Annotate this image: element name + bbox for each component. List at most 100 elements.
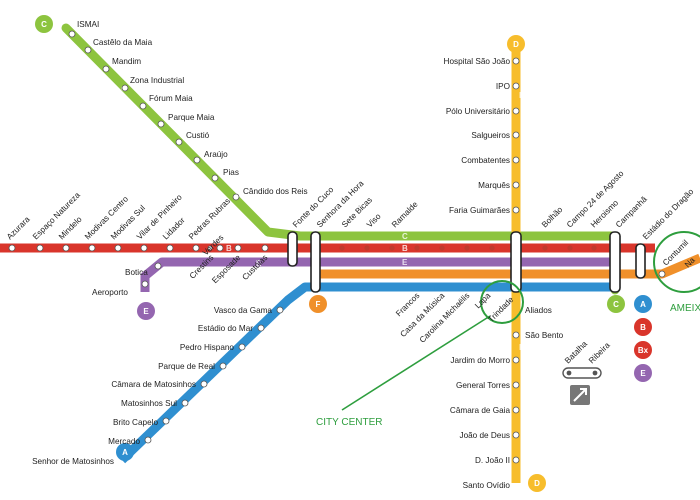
marker-bx-east[interactable]: Bx <box>634 341 652 359</box>
funicular-batalha-dot[interactable] <box>566 370 572 376</box>
station-dot-custio[interactable] <box>175 138 183 146</box>
station-dot-combatentes[interactable] <box>512 156 520 164</box>
station-dot-verdes[interactable] <box>216 244 224 252</box>
station-dot-mercado[interactable] <box>144 436 152 444</box>
station-dot-camara-matosinhos[interactable] <box>200 380 208 388</box>
station-label-lidador[interactable]: Lidador <box>161 216 187 242</box>
station-dot-faria-guimaraes[interactable] <box>512 206 520 214</box>
station-dot-estadio-mar[interactable] <box>257 324 265 332</box>
station-label-vasco-gama[interactable]: Vasco da Gama <box>214 306 273 315</box>
station-dot-carolina-michaelis[interactable] <box>464 245 470 251</box>
station-label-general-torres[interactable]: General Torres <box>456 381 510 390</box>
marker-d-south[interactable]: D <box>528 474 546 492</box>
station-label-viso[interactable]: Viso <box>365 212 383 230</box>
station-label-matosinhos-sul[interactable]: Matosinhos Sul <box>121 399 177 408</box>
station-label-parque-real[interactable]: Parque de Real <box>158 362 215 371</box>
station-label-lapa[interactable]: Lapa <box>473 291 493 311</box>
station-dot-vilar-pinheiro[interactable] <box>140 244 148 252</box>
station-label-custoias[interactable]: Custóias <box>241 253 270 282</box>
station-dot-bolhao[interactable] <box>542 245 548 251</box>
station-dot-parque-maia[interactable] <box>157 120 165 128</box>
station-label-joao-deus[interactable]: João de Deus <box>459 431 510 440</box>
station-label-vilar-pinheiro[interactable]: Vilar de Pinheiro <box>135 192 184 241</box>
station-dot-jardim-morro[interactable] <box>512 356 520 364</box>
station-dot-camara-gaia[interactable] <box>512 406 520 414</box>
station-label-espaco-natureza[interactable]: Espaço Natureza <box>31 190 82 241</box>
station-dot-campo-24-agosto[interactable] <box>567 245 573 251</box>
station-label-campanha[interactable]: Campanhã <box>614 194 649 229</box>
station-label-camara-gaia[interactable]: Câmara de Gaia <box>450 406 511 415</box>
station-dot-ipo[interactable] <box>512 82 520 90</box>
station-dot-mandim[interactable] <box>102 65 110 73</box>
station-dot-pias[interactable] <box>211 174 219 182</box>
station-label-senhor-matosinhos[interactable]: Senhor de Matosinhos <box>32 457 114 466</box>
station-label-jardim-morro[interactable]: Jardim do Morro <box>450 356 510 365</box>
station-label-pedro-hispano[interactable]: Pedro Hispano <box>180 343 235 352</box>
interchange-senhora-hora[interactable] <box>310 231 321 293</box>
station-label-polo-universitario[interactable]: Pólo Universitário <box>446 107 511 116</box>
station-label-botica[interactable]: Botica <box>125 268 148 277</box>
station-label-estadio-dragao[interactable]: Estádio do Dragão <box>641 187 696 242</box>
station-label-azurara[interactable]: Azurara <box>5 214 32 241</box>
station-dot-modivas-sul[interactable] <box>114 244 122 252</box>
interchange-fonte-cuco[interactable] <box>287 231 298 267</box>
station-dot-marques[interactable] <box>512 181 520 189</box>
station-dot-esposade[interactable] <box>234 244 242 252</box>
station-dot-zona-industrial[interactable] <box>121 84 129 92</box>
station-dot-ismai[interactable] <box>68 30 76 38</box>
station-label-forum-maia[interactable]: Fórum Maia <box>149 94 193 103</box>
station-dot-parque-real[interactable] <box>219 362 227 370</box>
station-dot-castelo-maia[interactable] <box>84 46 92 54</box>
marker-a-south[interactable]: A <box>116 443 134 461</box>
station-dot-brito-capelo[interactable] <box>162 417 170 425</box>
station-dot-custoias[interactable] <box>261 244 269 252</box>
station-label-ramalde[interactable]: Ramalde <box>390 200 420 230</box>
funicular-ribeira-dot[interactable] <box>592 370 598 376</box>
station-dot-salgueiros[interactable] <box>512 131 520 139</box>
station-dot-araujo[interactable] <box>193 156 201 164</box>
marker-b-east[interactable]: B <box>634 318 652 336</box>
station-label-modivas-centro[interactable]: Modivas Centro <box>83 194 130 241</box>
station-label-mindelo[interactable]: Mindelo <box>57 214 84 241</box>
station-label-custio[interactable]: Custió <box>186 131 210 140</box>
station-dot-general-torres[interactable] <box>512 381 520 389</box>
station-dot-ramalde[interactable] <box>389 245 395 251</box>
station-dot-espaco-natureza[interactable] <box>36 244 44 252</box>
station-label-candido-reis[interactable]: Cândido dos Reis <box>243 187 308 196</box>
marker-f-senhora-hora[interactable]: F <box>309 295 327 313</box>
station-dot-vasco-gama[interactable] <box>276 306 284 314</box>
station-dot-modivas-centro[interactable] <box>88 244 96 252</box>
station-label-ipo[interactable]: IPO <box>496 82 510 91</box>
station-dot-lidador[interactable] <box>166 244 174 252</box>
station-dot-lapa[interactable] <box>489 245 495 251</box>
station-dot-crestins[interactable] <box>207 245 213 251</box>
station-label-mercado[interactable]: Mercado <box>108 437 140 446</box>
marker-c-north[interactable]: C <box>35 15 53 33</box>
station-label-aeroporto[interactable]: Aeroporto <box>92 288 128 297</box>
station-dot-candido-reis[interactable] <box>232 193 240 201</box>
station-dot-matosinhos-sul[interactable] <box>181 399 189 407</box>
station-dot-pedras-rubras[interactable] <box>192 244 200 252</box>
station-label-castelo-maia[interactable]: Castêlo da Maia <box>93 38 153 47</box>
station-label-bolhao[interactable]: Bolhão <box>540 205 565 230</box>
interchange-estadio-dragao[interactable] <box>635 243 646 279</box>
station-label-ismai[interactable]: ISMAI <box>77 20 99 29</box>
station-dot-polo-universitario[interactable] <box>512 107 520 115</box>
station-dot-botica[interactable] <box>154 262 162 270</box>
station-dot-forum-maia[interactable] <box>139 102 147 110</box>
station-label-d-joao-ii[interactable]: D. João II <box>475 456 510 465</box>
station-label-camara-matosinhos[interactable]: Câmara de Matosinhos <box>111 380 196 389</box>
station-label-batalha[interactable]: Batalha <box>563 339 589 365</box>
station-label-marques[interactable]: Marquês <box>478 181 510 190</box>
station-dot-francos[interactable] <box>414 245 420 251</box>
station-dot-sete-bicas[interactable] <box>339 245 345 251</box>
station-label-parque-maia[interactable]: Parque Maia <box>168 113 215 122</box>
station-label-santo-ovidio[interactable]: Santo Ovídio <box>463 481 511 490</box>
interchange-campanha[interactable] <box>609 231 621 293</box>
station-label-faria-guimaraes[interactable]: Faria Guimarães <box>449 206 510 215</box>
marker-e-east[interactable]: E <box>634 364 652 382</box>
station-label-sao-bento[interactable]: São Bento <box>525 331 564 340</box>
station-label-casa-musica[interactable]: Casa da Música <box>399 291 447 339</box>
station-dot-aeroporto[interactable] <box>141 280 149 288</box>
station-label-hospital-sao-joao[interactable]: Hospital São João <box>444 57 511 66</box>
